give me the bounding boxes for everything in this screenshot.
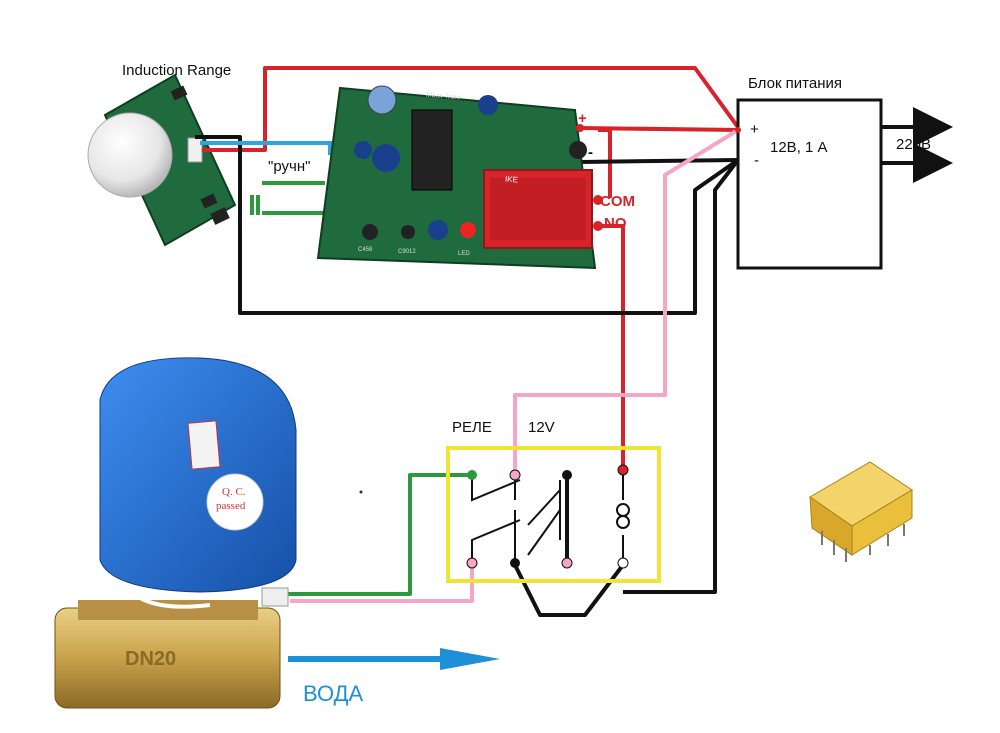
pink-wires — [290, 128, 740, 603]
psu-rating: 12В, 1 А — [770, 139, 828, 156]
pcb-c458: C458 — [358, 247, 373, 253]
blue-wire — [200, 141, 332, 155]
power-supply-title: Блок питания — [748, 75, 842, 92]
green-wires — [256, 181, 472, 596]
relay-terminal-green — [467, 470, 477, 480]
induction-range-label: Induction Range — [122, 62, 232, 79]
relay-coil-minus — [617, 557, 629, 569]
relay-frame — [446, 446, 661, 583]
com-label: COM — [600, 193, 635, 210]
pcb-led: LED — [458, 251, 470, 257]
psu-minus: - — [754, 152, 759, 169]
qc-line1: Q. C. — [222, 486, 246, 498]
pcb-c9012: C9012 — [398, 249, 416, 255]
psu-plus: + — [750, 121, 759, 138]
relay-terminal-black-2 — [510, 558, 520, 568]
stray-dot — [359, 490, 363, 494]
relay-terminal-pink-2 — [466, 557, 478, 569]
relay-terminal-pink — [509, 469, 521, 481]
red-wire-sensor — [202, 66, 742, 470]
qc-line2: passed — [216, 500, 246, 512]
com-dot — [593, 195, 603, 205]
mains-label: 220В — [896, 136, 932, 153]
valve-size: DN20 — [125, 648, 177, 670]
board-plus: + — [578, 110, 587, 127]
board-minus: - — [588, 144, 593, 161]
relay-label: РЕЛЕ — [452, 419, 492, 436]
relay-terminal-black — [562, 470, 572, 480]
black-wires — [195, 107, 953, 617]
manual-label: "ручн" — [268, 158, 311, 175]
pir-sensor-icon — [87, 73, 237, 247]
water-label: ВОДА — [303, 681, 364, 706]
no-label: NO — [604, 215, 627, 232]
relay-terminal-pink-3 — [561, 557, 573, 569]
relay-component-icon — [809, 461, 913, 562]
relay-marking: IKE — [504, 174, 519, 185]
ball-valve-icon — [54, 357, 297, 709]
board-plus-dot — [576, 124, 584, 132]
relay-symbol — [471, 470, 630, 565]
no-dot — [593, 221, 603, 231]
water-arrow — [288, 648, 500, 670]
pcb-board-icon — [316, 85, 597, 270]
relay-coil-plus — [617, 464, 629, 476]
relay-voltage-label: 12V — [528, 419, 555, 436]
power-supply-box — [736, 98, 883, 270]
